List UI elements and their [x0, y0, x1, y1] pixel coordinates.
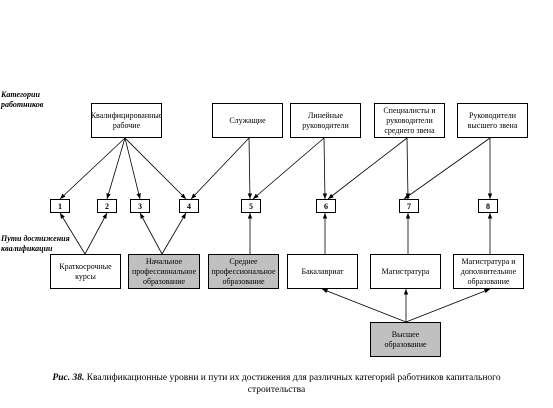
arrow-primary-to-4: [161, 212, 187, 255]
level-2: 2: [97, 199, 117, 213]
arrow-higher-to-master-plus: [405, 288, 491, 323]
level-5: 5: [241, 199, 261, 213]
arrow-employees-to-4: [190, 137, 250, 200]
arrow-workers-to-2: [106, 137, 126, 200]
box-higher-education: Высшее образование: [370, 322, 441, 357]
caption-text: Квалификационные уровни и пути их достиж…: [86, 373, 501, 395]
caption-label: Рис. 38.: [52, 373, 85, 383]
arrow-line-mgr-to-5: [252, 137, 325, 200]
box-employees: Служащие: [212, 103, 283, 138]
arrow-specialists-to-6: [327, 137, 408, 200]
box-master-additional: Магистратура и дополнительное образовани…: [453, 254, 524, 289]
arrow-line-mgr-to-6: [322, 137, 328, 200]
figure-caption: Рис. 38. Квалификационные уровни и пути …: [40, 372, 513, 396]
arrow-courses-to-1: [59, 212, 86, 255]
box-qualified-workers: Квалифицированные рабочие: [91, 103, 162, 138]
level-7: 7: [399, 199, 419, 213]
level-3: 3: [130, 199, 150, 213]
box-bachelor: Бакалавриат: [287, 254, 358, 289]
arrow-higher-to-bachelor: [321, 288, 407, 323]
arrow-top-mgr-to-7: [403, 137, 491, 200]
arrow-workers-to-3: [124, 137, 141, 200]
label-categories: Категории работников: [1, 90, 44, 109]
level-6: 6: [316, 199, 336, 213]
box-short-courses: Краткосрочные курсы: [50, 254, 121, 289]
box-specialists: Специалисты и руководители среднего звен…: [374, 103, 445, 138]
arrow-courses-to-2: [84, 212, 108, 255]
box-top-managers: Руководители высшего звена: [457, 103, 528, 138]
arrow-workers-to-4: [124, 137, 187, 200]
level-1: 1: [50, 199, 70, 213]
level-4: 4: [179, 199, 199, 213]
label-paths: Пути достижения квалификации: [1, 234, 70, 253]
arrow-workers-to-1: [59, 137, 126, 200]
arrow-primary-to-3: [139, 212, 163, 255]
arrow-specialists-to-7: [405, 137, 411, 200]
box-primary-vocational: Начальное профессиональное образование: [128, 254, 200, 289]
box-secondary-vocational: Среднее профессиональное образование: [208, 254, 279, 289]
box-line-managers: Линейные руководители: [290, 103, 361, 138]
level-8: 8: [478, 199, 498, 213]
arrow-employees-to-5: [247, 137, 253, 200]
box-master: Магистратура: [370, 254, 441, 289]
